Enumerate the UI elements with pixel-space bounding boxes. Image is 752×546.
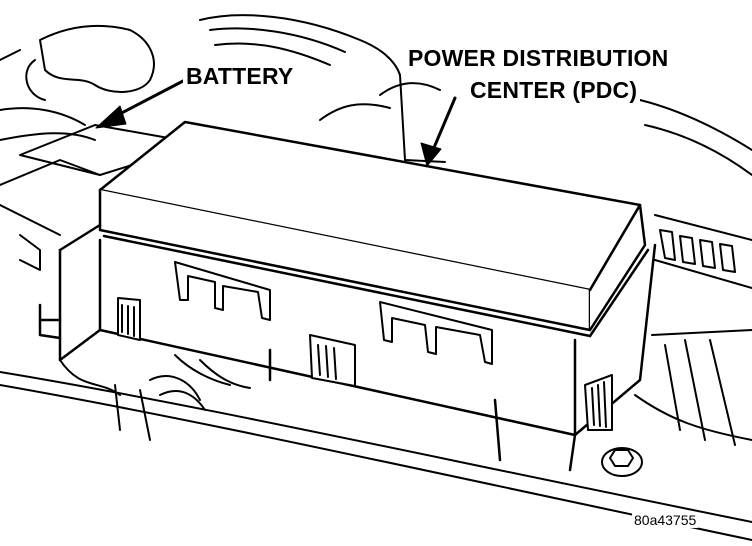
pdc-label-line-2: CENTER (PDC): [467, 78, 641, 103]
release-tab-1: [117, 297, 141, 341]
mounting-bolt: [601, 447, 643, 477]
release-tab-3: [584, 374, 613, 431]
figure-id: 80a43755: [632, 512, 699, 528]
background-engine-parts: [0, 14, 441, 141]
release-tab-2: [309, 334, 356, 387]
pdc-leader-arrow: [420, 96, 457, 167]
pdc-cover: [98, 120, 650, 338]
pdc-label-line-1: POWER DISTRIBUTION: [405, 46, 672, 71]
battery-leader-arrow: [95, 78, 187, 129]
battery-label: BATTERY: [183, 64, 297, 89]
battery-shape: [0, 124, 181, 271]
pdc-housing: [38, 223, 657, 472]
cover-latch-left: [174, 261, 271, 321]
right-bracket: [399, 74, 752, 446]
cover-latch-right: [379, 301, 493, 365]
fender-edge: [0, 371, 752, 541]
